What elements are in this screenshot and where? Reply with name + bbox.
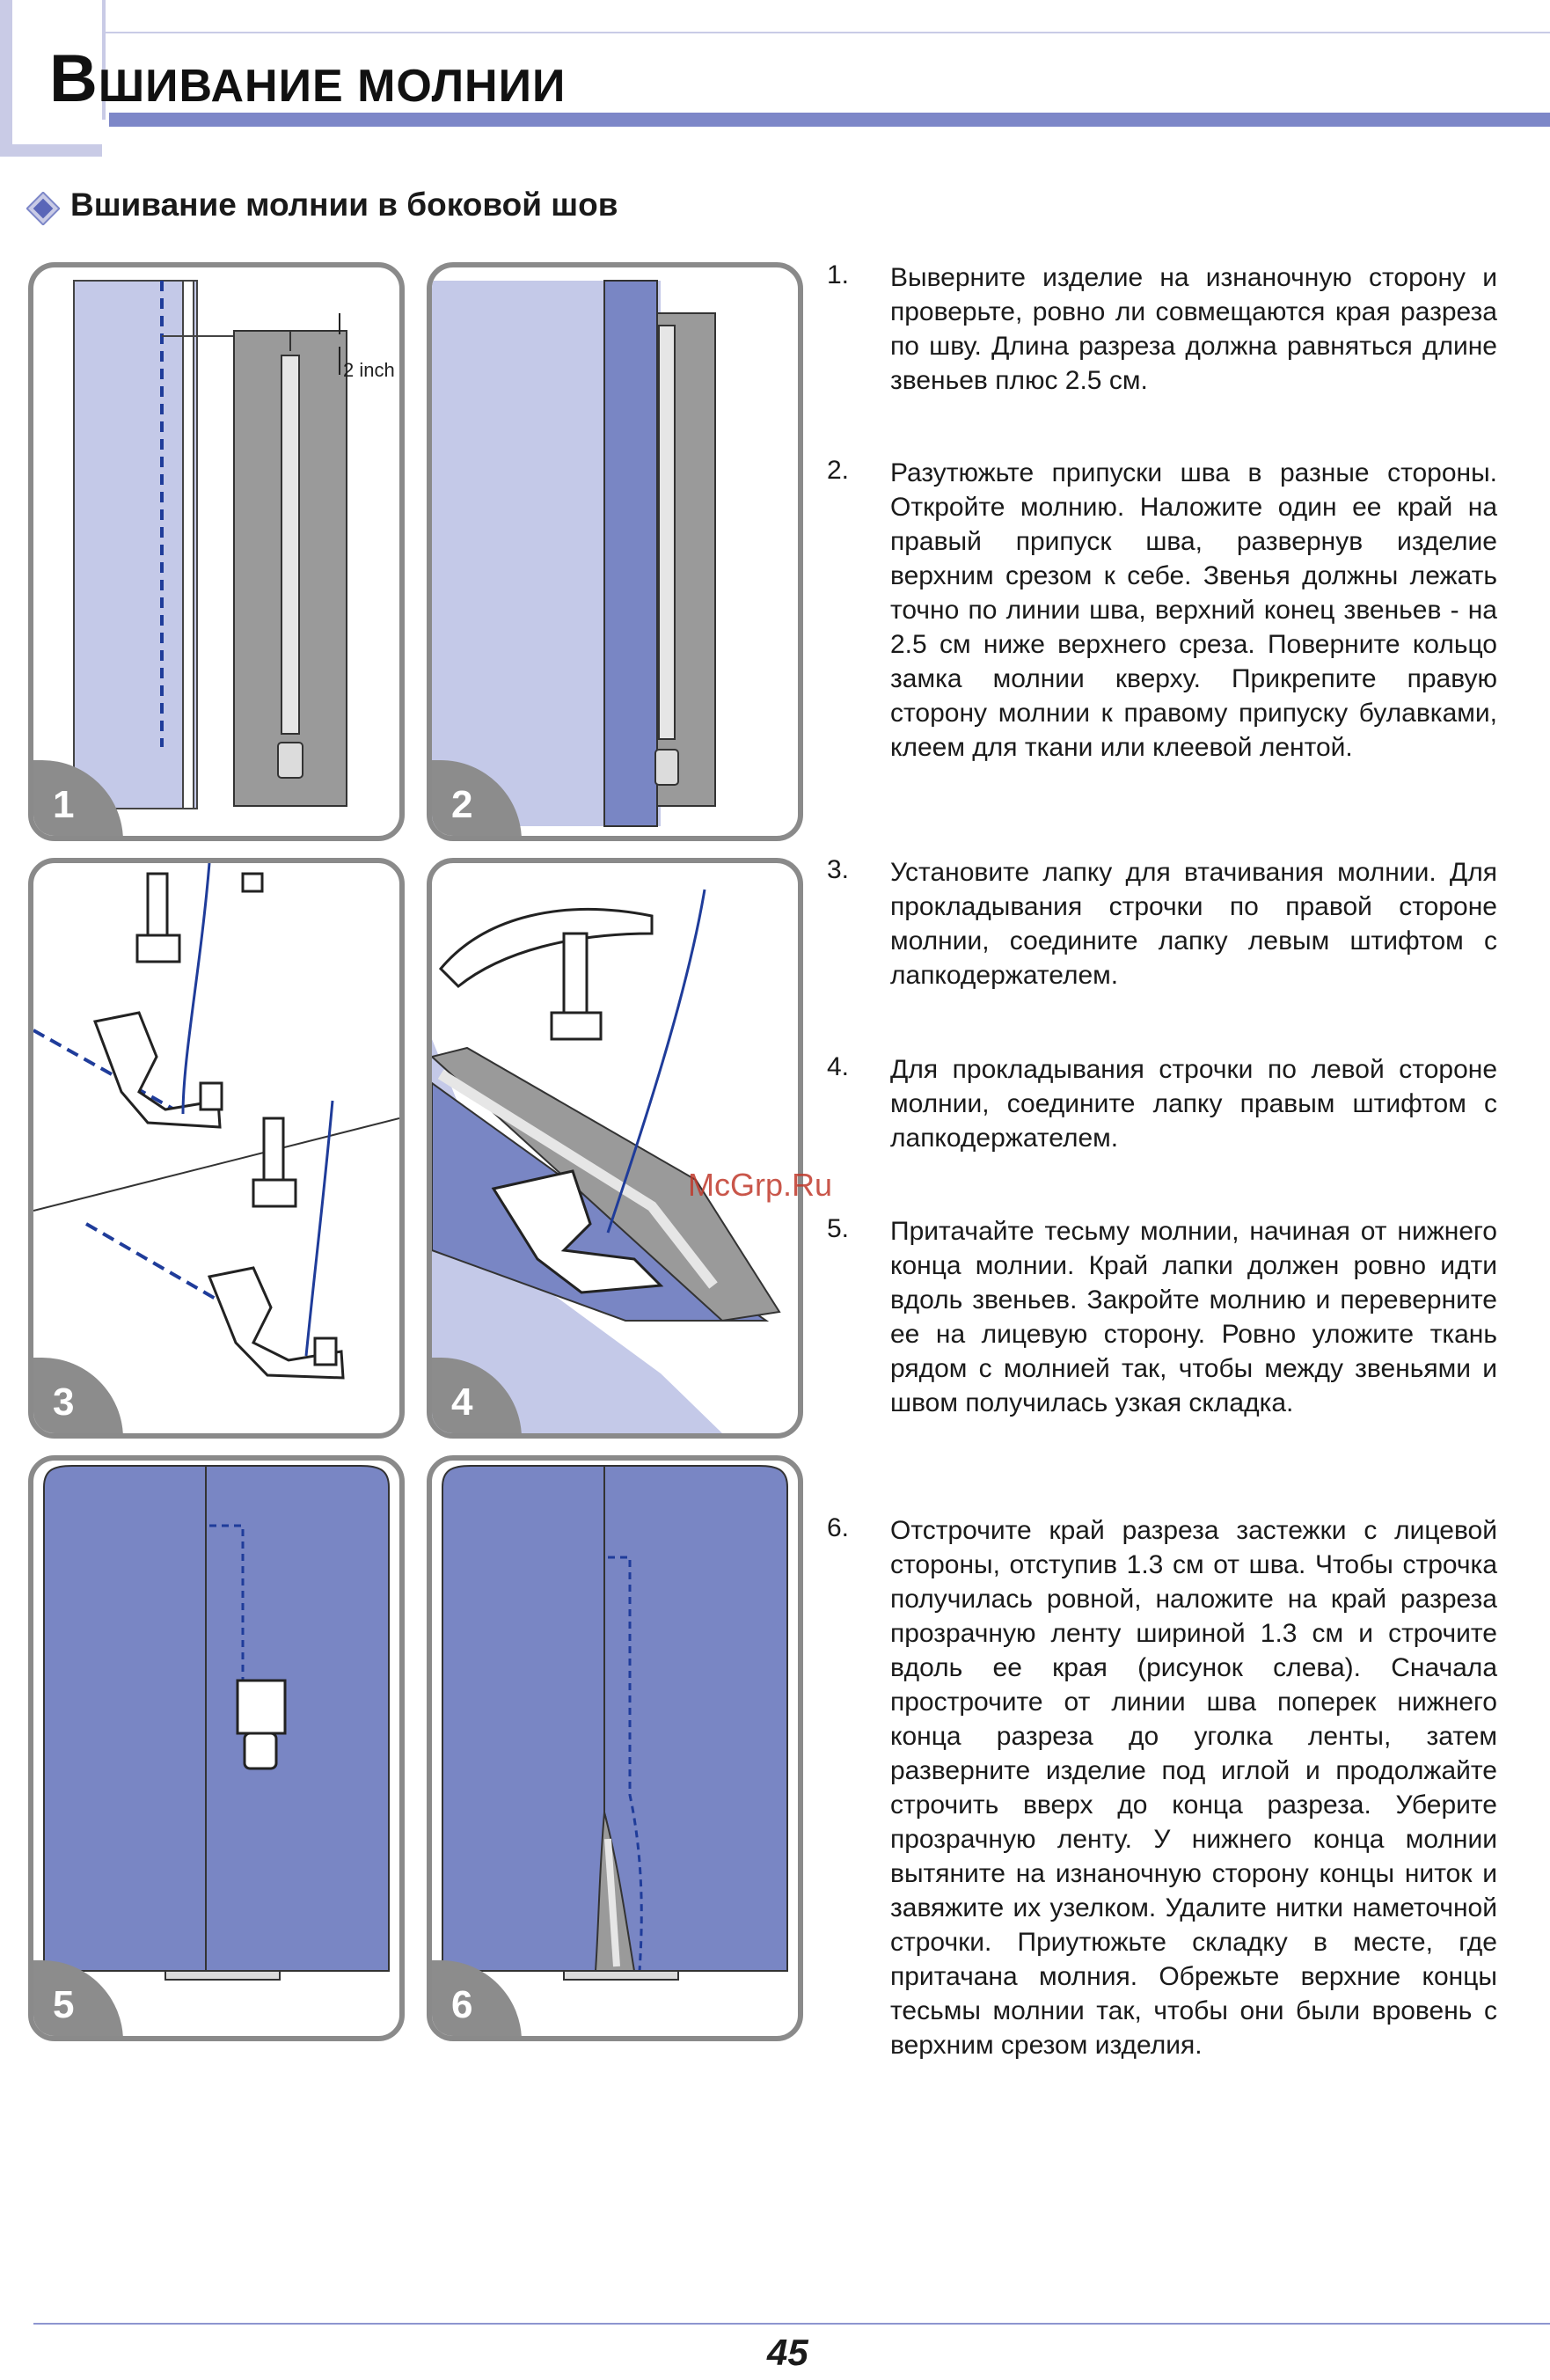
step-text: Отстрочите край разреза застежки с лицев… (890, 1516, 1497, 2060)
title-initial: В (49, 41, 99, 116)
step-text: Выверните изделие на изнаночную сторону … (890, 263, 1497, 395)
step-text: Притачайте тесьму молнии, начиная от ниж… (890, 1217, 1497, 1417)
section-subtitle: Вшивание молнии в боковой шов (70, 187, 618, 223)
step-number: 2. (827, 456, 850, 485)
title-rest: ШИВАНИЕ МОЛНИИ (98, 61, 567, 112)
figure-3-drawing (33, 863, 399, 1380)
step-text: Установите лапку для втачивания молнии. … (890, 858, 1497, 990)
page-number: 45 (767, 2332, 808, 2373)
step-number: 6. (827, 1513, 850, 1542)
step-text: Разутюжьте припуски шва в разные стороны… (890, 458, 1497, 762)
header-rule-thin (102, 32, 1550, 33)
watermark: McGrp.Ru (688, 1167, 833, 1203)
figure-6-drawing (442, 1465, 788, 1981)
step-number: 4. (827, 1052, 850, 1081)
header-corner-bar-bottom (0, 144, 102, 157)
figure-4: 4 (427, 858, 803, 1439)
figure-2: 2 (427, 262, 803, 841)
step-number: 5. (827, 1214, 850, 1243)
header-corner-bar (0, 0, 12, 157)
footer-rule (33, 2323, 1550, 2325)
figure-5-drawing (43, 1465, 390, 1981)
figure-3: 3 (28, 858, 405, 1439)
figure-1: 2 inch 1 (28, 262, 405, 841)
figure-3-number: 3 (33, 1358, 123, 1433)
diamond-bullet-icon (26, 192, 60, 225)
figure-4-drawing (432, 889, 781, 1433)
step-text: Для прокладывания строчки по левой сторо… (890, 1055, 1497, 1153)
figure-1-annotation: 2 inch (343, 359, 395, 381)
step-number: 3. (827, 855, 850, 884)
page-title: ВШИВАНИЕ МОЛНИИ (49, 40, 566, 117)
figure-1-drawing (73, 280, 347, 809)
figure-2-drawing (432, 280, 716, 827)
figure-6: 6 (427, 1455, 803, 2041)
header-rule-thick (109, 113, 1550, 127)
header-frame (30, 0, 106, 120)
step-number: 1. (827, 260, 850, 289)
figure-5: 5 (28, 1455, 405, 2041)
